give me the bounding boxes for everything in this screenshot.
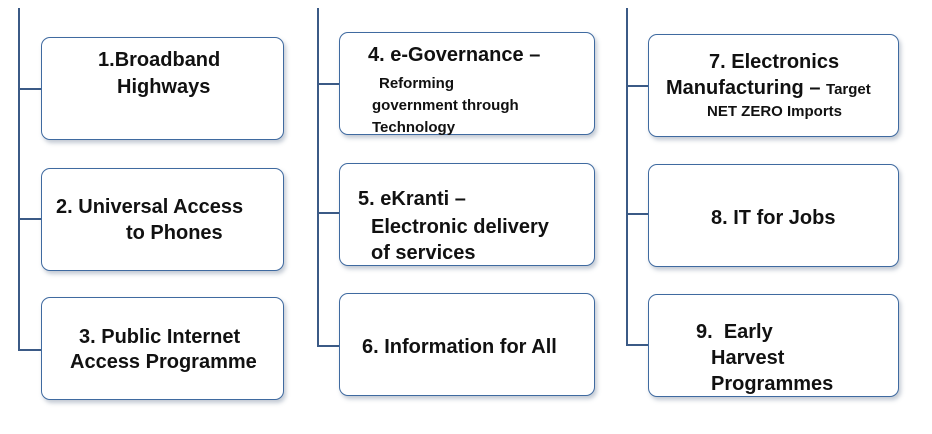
pillar-9-line-1: 9. Early [696, 321, 773, 343]
pillar-9-line-3: Programmes [711, 373, 834, 395]
pillar-4-number: 4. [368, 44, 385, 66]
pillar-3-number: 3. [79, 326, 96, 348]
pillar-7-line-1: 7. Electronics [709, 51, 840, 73]
pillar-9-number: 9. [696, 321, 713, 343]
pillar-2-box [41, 168, 284, 271]
pillar-7-number: 7. [709, 51, 726, 73]
pillar-3-box [41, 297, 284, 400]
pillar-2-line-1: 2. Universal Access [56, 196, 244, 218]
pillar-6-number: 6. [362, 336, 379, 358]
pillar-3-line-1: 3. Public Internet [79, 326, 241, 348]
pillar-8-box [648, 164, 899, 267]
pillar-4-subtitle-2: government through [372, 97, 519, 114]
pillar-4-title: 4. e-Governance – [368, 44, 541, 66]
pillar-5-number: 5. [358, 188, 375, 210]
connector-1 [18, 88, 41, 90]
pillar-1-number: 1. [98, 49, 115, 71]
connector-4 [317, 83, 339, 85]
connector-8 [626, 213, 648, 215]
column-3-connector [626, 8, 628, 346]
pillar-6-line-1: 6. Information for All [362, 336, 557, 358]
pillar-5-line-1: 5. eKranti – [358, 188, 466, 210]
pillar-3-line-2: Access Programme [70, 351, 257, 373]
pillar-4-subtitle-1: Reforming [379, 75, 454, 92]
pillar-1-line-2: Highways [117, 76, 211, 98]
pillar-1-box [41, 37, 284, 140]
connector-6 [317, 345, 339, 347]
pillar-4-subtitle-3: Technology [372, 119, 456, 136]
connector-2 [18, 218, 41, 220]
connector-3 [18, 349, 41, 351]
pillar-8-number: 8. [711, 207, 728, 229]
pillar-5-box [339, 163, 595, 266]
pillar-2-number: 2. [56, 196, 73, 218]
pillar-1-line-1: 1.Broadband [98, 49, 221, 71]
pillar-7-box [648, 34, 899, 137]
pillar-5-line-2: Electronic delivery [371, 216, 549, 238]
connector-9 [626, 344, 648, 346]
pillar-7-line-3: NET ZERO Imports [707, 103, 843, 120]
connector-7 [626, 85, 648, 87]
pillar-7-line-2: Manufacturing – Target [666, 77, 871, 99]
connector-5 [317, 212, 339, 214]
pillar-7-tail: Target [826, 81, 871, 98]
pillar-6-box [339, 293, 595, 396]
pillar-9-box [648, 294, 899, 397]
pillar-2-line-2: to Phones [126, 222, 223, 244]
pillar-4-box [339, 32, 595, 135]
column-1-connector [18, 8, 20, 351]
column-2-connector [317, 8, 319, 347]
pillar-5-line-3: of services [371, 242, 476, 264]
pillar-9-line-2: Harvest [711, 347, 785, 369]
pillar-8-line-1: 8. IT for Jobs [711, 207, 836, 229]
